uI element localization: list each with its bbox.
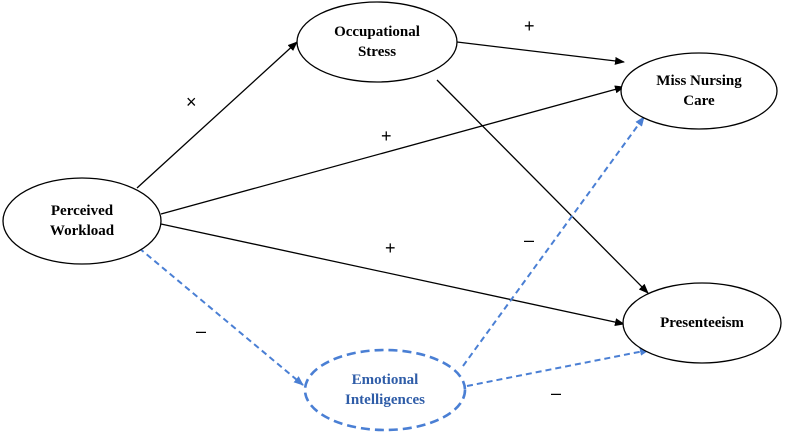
occupational-stress-line2: Stress (357, 44, 397, 60)
sign-ei-to-presenteeism: – (551, 383, 562, 403)
sign-workload-to-presenteeism: + (385, 238, 396, 258)
perceived-workload-line1: Perceived (50, 203, 114, 219)
perceived-workload-line2: Workload (49, 223, 115, 239)
path-workload-to-missed-care (160, 85, 625, 215)
presenteeism-label: Presenteeism (632, 308, 772, 338)
perceived-workload-label: Perceived Workload (12, 196, 152, 246)
occupational-stress-label: Occupational Stress (307, 17, 447, 67)
path-stress-to-missed-care (456, 41, 625, 65)
node-emotional-intelligences (303, 348, 467, 432)
emotional-intelligences-label: Emotional Intelligences (315, 367, 455, 413)
path-ei-to-missed-care (462, 116, 645, 367)
sign-ei-to-missed-care: – (524, 230, 535, 250)
node-occupational-stress (296, 1, 458, 83)
presenteeism-line1: Presenteeism (660, 315, 744, 331)
path-stress-to-presenteeism (436, 79, 649, 294)
miss-nursing-care-line1: Miss Nursing (656, 73, 742, 89)
sign-stress-to-missed-care: + (524, 16, 535, 36)
path-ei-to-presenteeism (466, 347, 650, 387)
sign-workload-to-ei: – (196, 321, 207, 341)
miss-nursing-care-line2: Care (683, 93, 715, 109)
node-presenteeism (622, 282, 782, 364)
sign-workload-to-stress: × (186, 92, 197, 112)
occupational-stress-line1: Occupational (334, 24, 420, 40)
path-workload-to-presenteeism (160, 223, 625, 327)
path-workload-to-stress (136, 41, 298, 189)
emotional-intelligences-line2: Intelligences (345, 392, 425, 408)
emotional-intelligences-line1: Emotional (351, 372, 419, 388)
sign-workload-to-missed-care: + (381, 126, 392, 146)
node-perceived-workload (2, 177, 162, 265)
node-miss-nursing-care (620, 52, 778, 130)
miss-nursing-care-label: Miss Nursing Care (629, 66, 769, 116)
path-workload-to-ei (138, 247, 304, 386)
